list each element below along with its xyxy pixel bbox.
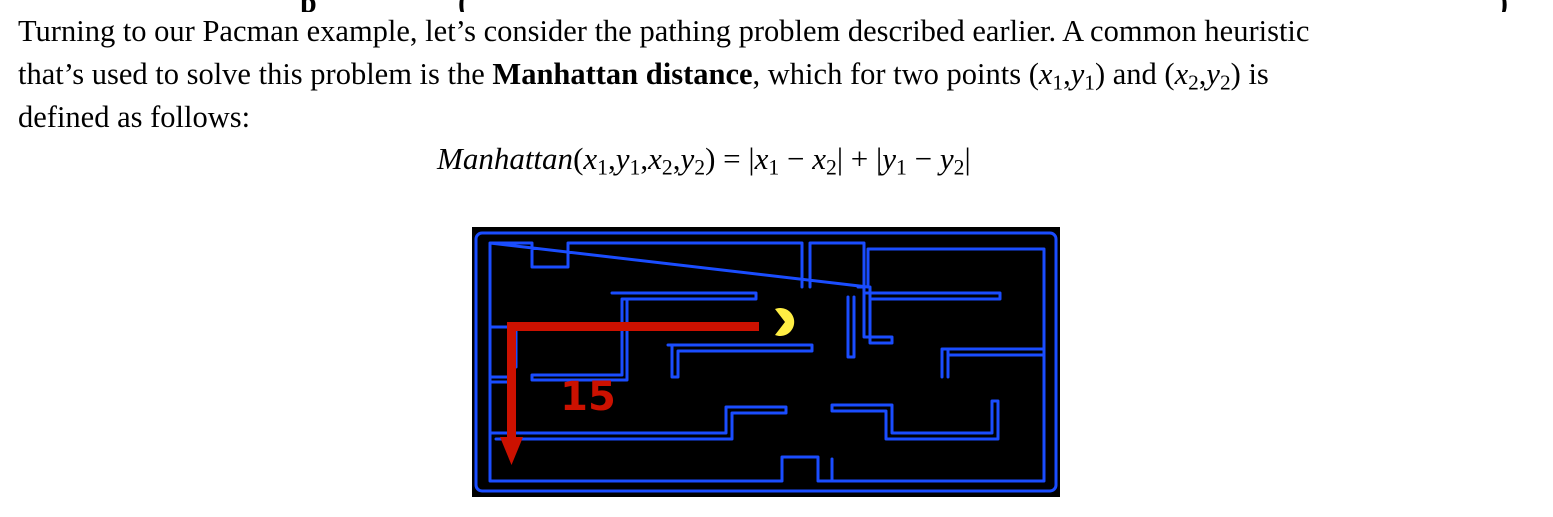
paragraph-line-3: defined as follows:	[18, 100, 251, 134]
lower-right-wall	[830, 399, 1000, 441]
pacman-icon	[775, 308, 795, 336]
formula-equals: =	[723, 141, 741, 176]
paragraph-line-1: Turning to our Pacman example, let’s con…	[18, 14, 1310, 48]
line2-post: , which for two points	[752, 57, 1029, 91]
manhattan-distance-term: Manhattan distance	[492, 57, 753, 91]
lower-wall	[488, 405, 788, 441]
right-bar	[864, 291, 1002, 301]
formula-plus: +	[850, 141, 869, 176]
formula-name: Manhattan	[437, 141, 574, 176]
center-column	[846, 295, 856, 359]
formula-abs-x: |x1 − x2|	[748, 141, 844, 180]
maze-svg: 15	[474, 231, 1058, 493]
point-1: (x1,y1)	[1028, 57, 1106, 95]
clipped-previous-line: p ( )	[0, 0, 1553, 12]
is-word: is	[1248, 57, 1269, 91]
outer-wall	[474, 231, 1058, 493]
point-2: (x2,y2)	[1164, 57, 1241, 95]
pacman-maze-figure: 15	[472, 227, 1060, 497]
mid-bar	[666, 343, 814, 379]
line2-pre: that’s used to solve this problem is the	[18, 57, 493, 91]
upper-bar	[530, 291, 758, 382]
path-arrow-head	[500, 437, 523, 465]
right-lower-wall	[940, 347, 1046, 379]
manhattan-formula: Manhattan(x1,y1,x2,y2) = |x1 − x2| + |y1…	[437, 141, 971, 180]
heuristic-path	[500, 322, 759, 465]
horizontal-path-segment	[507, 322, 759, 331]
maze-walls	[474, 231, 1058, 493]
right-t-wall	[862, 285, 894, 345]
inner-wall	[488, 241, 1046, 483]
formula-args: (x1,y1,x2,y2)	[573, 141, 716, 180]
paragraph-line-2: that’s used to solve this problem is the…	[18, 53, 1518, 96]
vertical-path-segment	[507, 322, 516, 438]
formula-abs-y: |y1 − y2|	[876, 141, 971, 180]
and-word: and	[1112, 57, 1157, 91]
distance-label: 15	[560, 374, 616, 420]
